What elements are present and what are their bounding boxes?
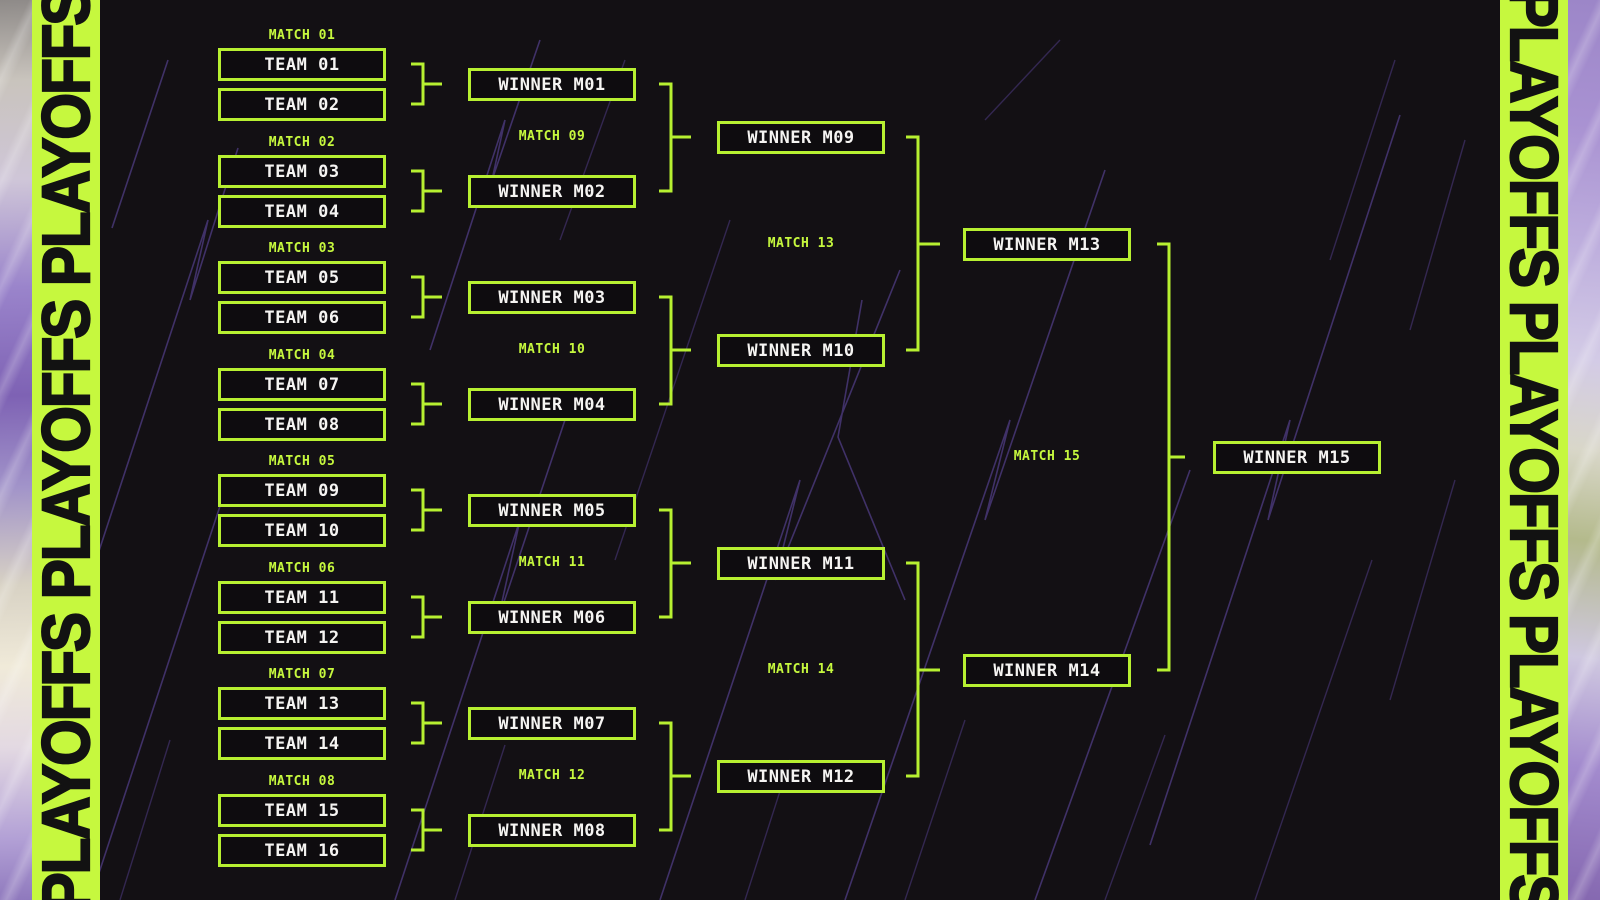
match-label-10: MATCH 10 — [518, 342, 586, 357]
lightning-streak — [94, 499, 223, 886]
lightning-streak — [1104, 734, 1166, 900]
bracket-connector — [659, 508, 691, 619]
team-box-02: TEAM 02 — [218, 88, 386, 121]
bracket-connector — [906, 135, 940, 352]
playoffs-banner-right: PLAYOFFS PLAYOFFS PLAYOFFS — [1500, 0, 1568, 900]
bracket-connector — [411, 488, 442, 532]
lightning-streak — [429, 39, 541, 351]
match-label-01: MATCH 01 — [268, 28, 336, 43]
winner-box-m06: WINNER M06 — [468, 601, 636, 634]
team-box-01: TEAM 01 — [218, 48, 386, 81]
bracket-connectors — [411, 62, 1185, 852]
team-box-03: TEAM 03 — [218, 155, 386, 188]
match-label-05: MATCH 05 — [268, 454, 336, 469]
team-box-06: TEAM 06 — [218, 301, 386, 334]
lightning-streak — [904, 719, 966, 900]
bracket-connector — [411, 275, 442, 319]
bracket-connector — [411, 62, 442, 106]
lightning-streak — [659, 269, 901, 900]
winner-box-m10: WINNER M10 — [717, 334, 885, 367]
match-label-11: MATCH 11 — [518, 555, 586, 570]
lightning-streak — [1389, 479, 1456, 701]
match-label-06: MATCH 06 — [268, 561, 336, 576]
team-box-12: TEAM 12 — [218, 621, 386, 654]
lightning-streak — [1409, 139, 1466, 331]
team-box-14: TEAM 14 — [218, 727, 386, 760]
lightning-streak — [111, 59, 169, 229]
lightning-streak — [844, 169, 1106, 900]
team-box-05: TEAM 05 — [218, 261, 386, 294]
match-label-02: MATCH 02 — [268, 135, 336, 150]
winner-box-m11: WINNER M11 — [717, 547, 885, 580]
winner-box-m14: WINNER M14 — [963, 654, 1131, 687]
winner-box-m03: WINNER M03 — [468, 281, 636, 314]
bracket-connector — [411, 701, 442, 745]
team-box-16: TEAM 16 — [218, 834, 386, 867]
team-box-08: TEAM 08 — [218, 408, 386, 441]
match-label-14: MATCH 14 — [767, 662, 835, 677]
holo-foil-strip-right — [1568, 0, 1600, 900]
team-box-09: TEAM 09 — [218, 474, 386, 507]
team-box-11: TEAM 11 — [218, 581, 386, 614]
team-box-07: TEAM 07 — [218, 368, 386, 401]
winner-box-m04: WINNER M04 — [468, 388, 636, 421]
bracket-connector — [411, 382, 442, 426]
team-box-04: TEAM 04 — [218, 195, 386, 228]
bracket-connector — [411, 808, 442, 852]
lightning-streak — [1329, 59, 1396, 261]
lightning-streak — [1254, 559, 1373, 900]
match-label-12: MATCH 12 — [518, 768, 586, 783]
bracket-connector — [906, 561, 940, 778]
winner-box-m15: WINNER M15 — [1213, 441, 1381, 474]
match-label-07: MATCH 07 — [268, 667, 336, 682]
winner-box-m08: WINNER M08 — [468, 814, 636, 847]
holo-foil-strip-left — [0, 0, 32, 900]
bracket-connector — [1157, 242, 1185, 672]
team-box-13: TEAM 13 — [218, 687, 386, 720]
team-box-15: TEAM 15 — [218, 794, 386, 827]
winner-box-m13: WINNER M13 — [963, 228, 1131, 261]
winner-box-m09: WINNER M09 — [717, 121, 885, 154]
match-label-08: MATCH 08 — [268, 774, 336, 789]
match-label-04: MATCH 04 — [268, 348, 336, 363]
lightning-streak — [984, 39, 1061, 121]
match-label-03: MATCH 03 — [268, 241, 336, 256]
winner-box-m02: WINNER M02 — [468, 175, 636, 208]
playoffs-banner-right-text: PLAYOFFS PLAYOFFS PLAYOFFS — [1500, 0, 1568, 900]
bracket-connector — [659, 82, 691, 193]
bracket-connector — [659, 295, 691, 406]
winner-box-m12: WINNER M12 — [717, 760, 885, 793]
winner-box-m07: WINNER M07 — [468, 707, 636, 740]
match-label-13: MATCH 13 — [767, 236, 835, 251]
winner-box-m05: WINNER M05 — [468, 494, 636, 527]
team-box-10: TEAM 10 — [218, 514, 386, 547]
playoffs-banner-left: PLAYOFFS PLAYOFFS PLAYOFFS — [32, 0, 100, 900]
bracket-connector — [659, 721, 691, 832]
bracket-connector — [411, 595, 442, 639]
lightning-streak — [119, 739, 171, 900]
winner-box-m01: WINNER M01 — [468, 68, 636, 101]
playoffs-banner-left-text: PLAYOFFS PLAYOFFS PLAYOFFS — [32, 0, 100, 900]
bracket-connector — [411, 169, 442, 213]
match-label-15: MATCH 15 — [1013, 449, 1081, 464]
match-label-09: MATCH 09 — [518, 129, 586, 144]
lightning-streak — [95, 147, 239, 561]
